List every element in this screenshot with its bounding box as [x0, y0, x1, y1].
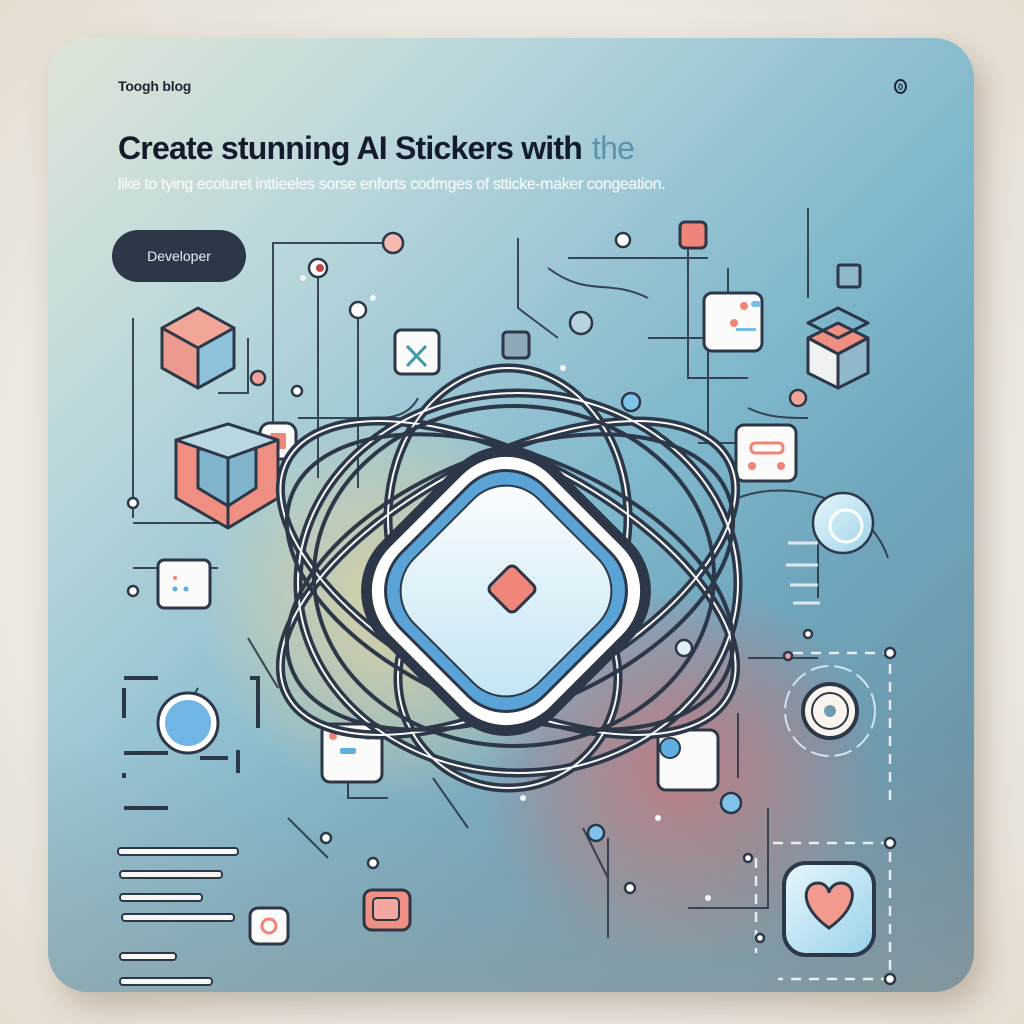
cube-icon-2 — [174, 422, 280, 530]
cube-icon-3 — [806, 306, 870, 390]
hero-card: Toogh blog 0 Create stunning AI Stickers… — [48, 38, 974, 992]
cube-icon-1 — [160, 306, 236, 390]
headline-text: Create stunning AI Stickers with — [118, 130, 583, 166]
developer-tag-button[interactable]: Developer — [112, 230, 246, 282]
subtitle: like to tying ecoturet inttieeles sorse … — [118, 176, 666, 193]
blue-orb-left — [156, 691, 220, 755]
headline-faded-text: the — [591, 130, 635, 166]
info-circle-icon[interactable]: 0 — [894, 79, 907, 94]
center-chip-icon — [361, 446, 651, 736]
blog-brand[interactable]: Toogh blog — [118, 78, 192, 94]
heart-icon — [782, 861, 876, 957]
target-icon — [784, 665, 876, 757]
circuit-illustration — [117, 208, 897, 986]
